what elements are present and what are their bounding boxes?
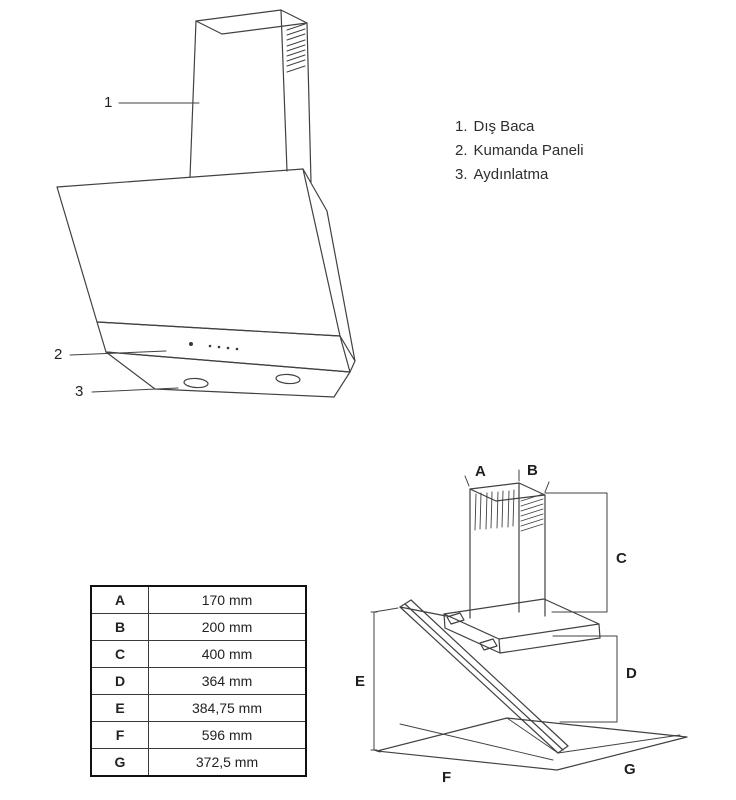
dimension-diagram bbox=[370, 469, 688, 771]
callout-2: 2 bbox=[54, 346, 63, 363]
dim-value: 596 mm bbox=[148, 721, 307, 749]
legend-item-label: Kumanda Paneli bbox=[473, 142, 584, 159]
dim-label-c: C bbox=[616, 550, 627, 567]
dim-key: C bbox=[90, 640, 149, 668]
table-row: D 364 mm bbox=[90, 667, 307, 695]
legend-item-number: 1. bbox=[455, 118, 468, 135]
dim-key: G bbox=[90, 748, 149, 777]
callout-1: 1 bbox=[104, 94, 113, 111]
legend-item: 3. Aydınlatma bbox=[455, 166, 584, 183]
table-row: F 596 mm bbox=[90, 721, 307, 749]
hood-illustration bbox=[56, 9, 356, 398]
dim-value: 372,5 mm bbox=[148, 748, 307, 777]
dim-label-f: F bbox=[442, 769, 452, 786]
legend-item-number: 2. bbox=[455, 142, 468, 159]
table-row: A 170 mm bbox=[90, 585, 307, 614]
table-row: E 384,75 mm bbox=[90, 694, 307, 722]
dim-label-g: G bbox=[624, 761, 636, 778]
dim-value: 170 mm bbox=[148, 585, 307, 614]
callout-3: 3 bbox=[75, 383, 84, 400]
legend-item-label: Dış Baca bbox=[473, 118, 535, 135]
dim-value: 364 mm bbox=[148, 667, 307, 695]
dim-key: D bbox=[90, 667, 149, 695]
dim-key: F bbox=[90, 721, 149, 749]
legend-item-label: Aydınlatma bbox=[473, 166, 549, 183]
table-row: C 400 mm bbox=[90, 640, 307, 668]
dim-value: 400 mm bbox=[148, 640, 307, 668]
dim-value: 384,75 mm bbox=[148, 694, 307, 722]
legend-item: 2. Kumanda Paneli bbox=[455, 142, 584, 159]
dim-key: B bbox=[90, 613, 149, 641]
dim-value: 200 mm bbox=[148, 613, 307, 641]
dim-key: A bbox=[90, 585, 149, 614]
dim-label-a: A bbox=[475, 463, 486, 480]
dim-label-d: D bbox=[626, 665, 637, 682]
legend-item-number: 3. bbox=[455, 166, 468, 183]
parts-legend: 1. Dış Baca 2. Kumanda Paneli 3. Aydınla… bbox=[455, 118, 584, 183]
dim-key: E bbox=[90, 694, 149, 722]
dimensions-table: A 170 mm B 200 mm C 400 mm D 364 mm E 38… bbox=[90, 585, 307, 777]
table-row: B 200 mm bbox=[90, 613, 307, 641]
table-row: G 372,5 mm bbox=[90, 748, 307, 777]
dim-label-e: E bbox=[355, 673, 366, 690]
dim-label-b: B bbox=[527, 462, 538, 479]
legend-item: 1. Dış Baca bbox=[455, 118, 584, 135]
